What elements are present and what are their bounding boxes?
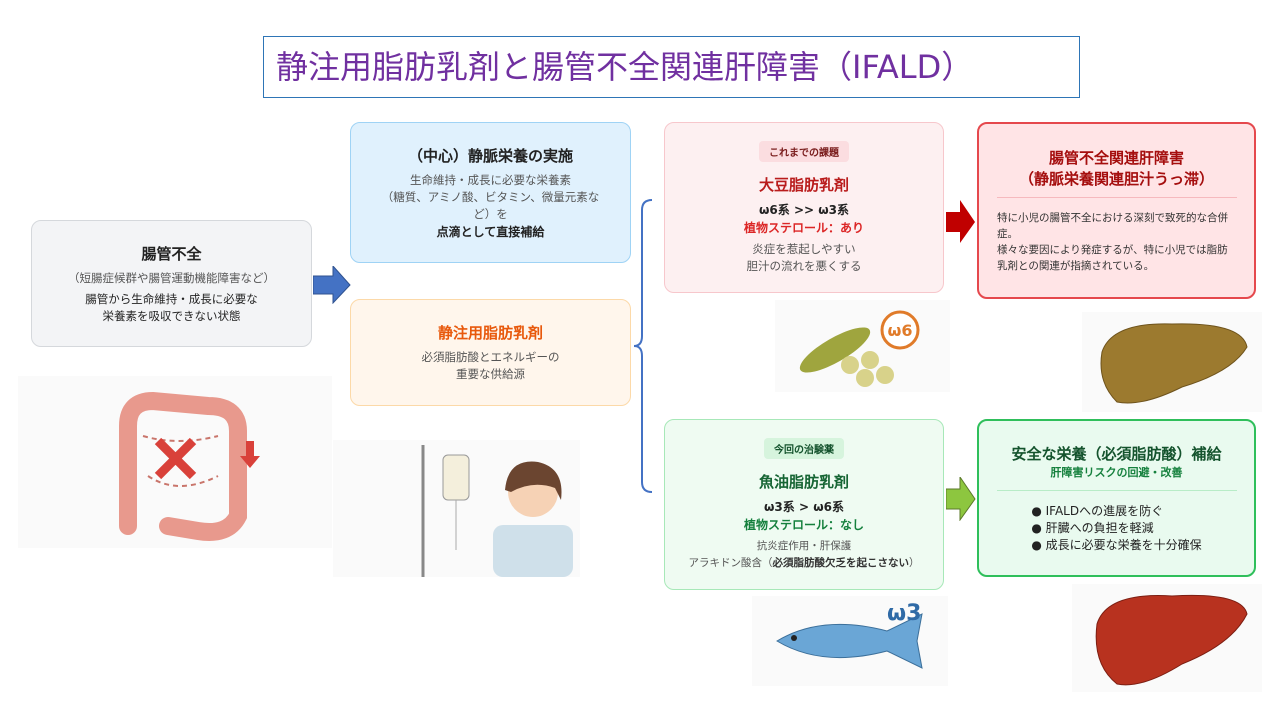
lipid-heading: 静注用脂肪乳剤 bbox=[437, 324, 543, 342]
safe-bullet: ● 成長に必要な栄養を十分確保 bbox=[1031, 537, 1202, 552]
intestinal-failure-heading: 腸管不全 bbox=[141, 244, 202, 263]
soy-ratio: ω6系 >> ω3系 bbox=[758, 202, 850, 217]
soy-line1: 炎症を惹起しやすい bbox=[752, 241, 856, 256]
fish-heading: 魚油脂肪乳剤 bbox=[758, 472, 849, 491]
x-mark-icon bbox=[154, 437, 197, 480]
parenteral-heading: （中心）静脈栄養の実施 bbox=[407, 146, 573, 165]
fatty-liver-illustration bbox=[1082, 312, 1262, 412]
red-arrow-icon bbox=[946, 200, 975, 243]
bracket-icon bbox=[633, 199, 653, 493]
page-title: 静注用脂肪乳剤と腸管不全関連肝障害（IFALD） bbox=[263, 36, 1080, 98]
fish-ratio: ω3系 > ω6系 bbox=[764, 499, 844, 514]
ifald-box: 腸管不全関連肝障害 （静脈栄養関連胆汁うっ滞） 特に小児の腸管不全における深刻で… bbox=[977, 122, 1256, 299]
safe-bullet: ● 肝臓への負担を軽減 bbox=[1031, 520, 1154, 535]
soy-line2: 胆汁の流れを悪くする bbox=[746, 258, 862, 273]
safe-bullet: ● IFALDへの進展を防ぐ bbox=[1031, 503, 1164, 518]
intestinal-failure-desc2: 栄養素を吸収できない状態 bbox=[102, 308, 241, 323]
lipid-box: 静注用脂肪乳剤 必須脂肪酸とエネルギーの 重要な供給源 bbox=[350, 299, 631, 406]
intestinal-failure-desc1: 腸管から生命維持・成長に必要な bbox=[85, 291, 258, 306]
ifald-heading2: （静脈栄養関連胆汁うっ滞） bbox=[1018, 170, 1214, 188]
blue-arrow-icon bbox=[313, 266, 351, 304]
fish-sterol: 植物ステロール：なし bbox=[743, 517, 864, 532]
intestinal-failure-box: 腸管不全 （短腸症候群や腸管運動機能障害など） 腸管から生命維持・成長に必要な … bbox=[31, 220, 312, 347]
down-arrow-icon bbox=[240, 441, 260, 468]
soy-heading: 大豆脂肪乳剤 bbox=[758, 175, 849, 194]
ifald-heading1: 腸管不全関連肝障害 bbox=[1048, 149, 1184, 167]
intestine-illustration bbox=[18, 376, 332, 548]
soy-box: これまでの課題 大豆脂肪乳剤 ω6系 >> ω3系 植物ステロール：あり 炎症を… bbox=[664, 122, 944, 293]
soybean-illustration: ω6 bbox=[775, 300, 950, 392]
fish-illustration: ω3 bbox=[752, 596, 948, 686]
fish-box: 今回の治験薬 魚油脂肪乳剤 ω3系 > ω6系 植物ステロール：なし 抗炎症作用… bbox=[664, 419, 944, 590]
safe-nutrition-box: 安全な栄養（必須脂肪酸）補給 肝障害リスクの回避・改善 ● IFALDへの進展を… bbox=[977, 419, 1256, 577]
parenteral-line2: （糖質、アミノ酸、ビタミン、微量元素な bbox=[381, 189, 600, 204]
intestinal-failure-sub: （短腸症候群や腸管運動機能障害など） bbox=[68, 270, 275, 285]
lipid-line1: 必須脂肪酸とエネルギーの bbox=[421, 350, 560, 364]
soy-tag: これまでの課題 bbox=[759, 140, 849, 162]
parenteral-box: （中心）静脈栄養の実施 生命維持・成長に必要な栄養素 （糖質、アミノ酸、ビタミン… bbox=[350, 122, 631, 263]
iv-patient-illustration bbox=[333, 440, 580, 577]
omega3-badge: ω3 bbox=[887, 601, 921, 626]
ifald-p2: 様々な要因により発症するが、特に小児では脂肪乳剤との関連が指摘されている。 bbox=[997, 244, 1228, 272]
safe-sub: 肝障害リスクの回避・改善 bbox=[1050, 465, 1183, 479]
parenteral-line3: ど）を bbox=[473, 206, 508, 221]
healthy-liver-illustration bbox=[1072, 584, 1262, 692]
omega6-badge: ω6 bbox=[887, 321, 912, 340]
parenteral-bold: 点滴として直接補給 bbox=[436, 224, 545, 239]
fish-line1: 抗炎症作用・肝保護 bbox=[756, 539, 852, 552]
soy-sterol: 植物ステロール：あり bbox=[743, 220, 864, 235]
parenteral-line1: 生命維持・成長に必要な栄養素 bbox=[410, 172, 571, 187]
divider bbox=[996, 489, 1237, 491]
lipid-line2: 重要な供給源 bbox=[456, 367, 525, 381]
safe-heading: 安全な栄養（必須脂肪酸）補給 bbox=[1011, 444, 1222, 463]
ifald-p1: 特に小児の腸管不全における深刻で致死的な合併症。 bbox=[997, 212, 1228, 240]
divider bbox=[996, 197, 1237, 198]
fish-tag: 今回の治験薬 bbox=[764, 437, 844, 459]
fish-line2: アラキドン酸含（必須脂肪酸欠乏を起こさない） bbox=[688, 556, 920, 569]
green-arrow-icon bbox=[946, 477, 976, 521]
